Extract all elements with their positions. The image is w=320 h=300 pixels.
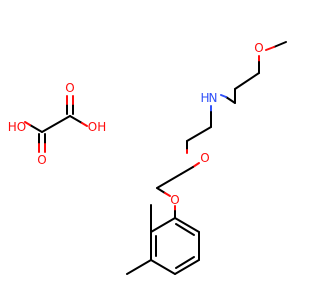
chain-bond-3 xyxy=(225,96,236,104)
chain-bond-7 xyxy=(156,187,166,194)
oxalic-oh-right-label: OH xyxy=(88,120,106,134)
chain-bond-4 xyxy=(186,126,212,142)
oxalic-cc-bond xyxy=(41,115,71,133)
oxalic-oh-left-label: HO xyxy=(8,120,26,134)
molecule-diagram: HO OH O O xyxy=(8,41,287,275)
oxalic-c1-oh-bond xyxy=(29,124,43,133)
ring-double-1 xyxy=(175,223,195,236)
ring-bond-3 xyxy=(174,259,200,275)
ether-o2-label: O xyxy=(170,193,179,207)
oxalic-c1-oh-bond-o xyxy=(24,121,31,126)
ether-o1-label: O xyxy=(200,151,209,165)
oxalic-o-bottom-label: O xyxy=(37,153,46,167)
o-ch2-bond-2-o xyxy=(192,162,200,168)
chain-bond-7-o xyxy=(164,192,171,197)
oxalic-c2-oh-bond xyxy=(69,115,83,124)
oxalic-acid: HO OH O O xyxy=(8,81,106,167)
chain-bond-6 xyxy=(156,173,182,189)
oxalic-o-top-label: O xyxy=(65,81,74,95)
ring-methyl-2 xyxy=(126,259,152,275)
chain-bond-1 xyxy=(234,72,260,90)
ring-double-2 xyxy=(175,256,195,269)
methoxy-o-label: O xyxy=(254,41,263,55)
methyl-bond xyxy=(273,41,287,48)
ring-bond-6 xyxy=(150,217,176,233)
ring-bond-4 xyxy=(150,259,176,275)
amine-h-label: H xyxy=(200,91,209,105)
methyl-o-bond xyxy=(265,46,275,51)
amine-ether-molecule xyxy=(126,41,287,275)
oxalic-c2-oh-bond-o xyxy=(81,122,88,127)
o-ch2-bond-2 xyxy=(180,166,194,175)
chain-bond-3-n xyxy=(220,94,227,98)
amine-n-label: N xyxy=(209,91,218,105)
ring-bond-1 xyxy=(174,217,200,233)
